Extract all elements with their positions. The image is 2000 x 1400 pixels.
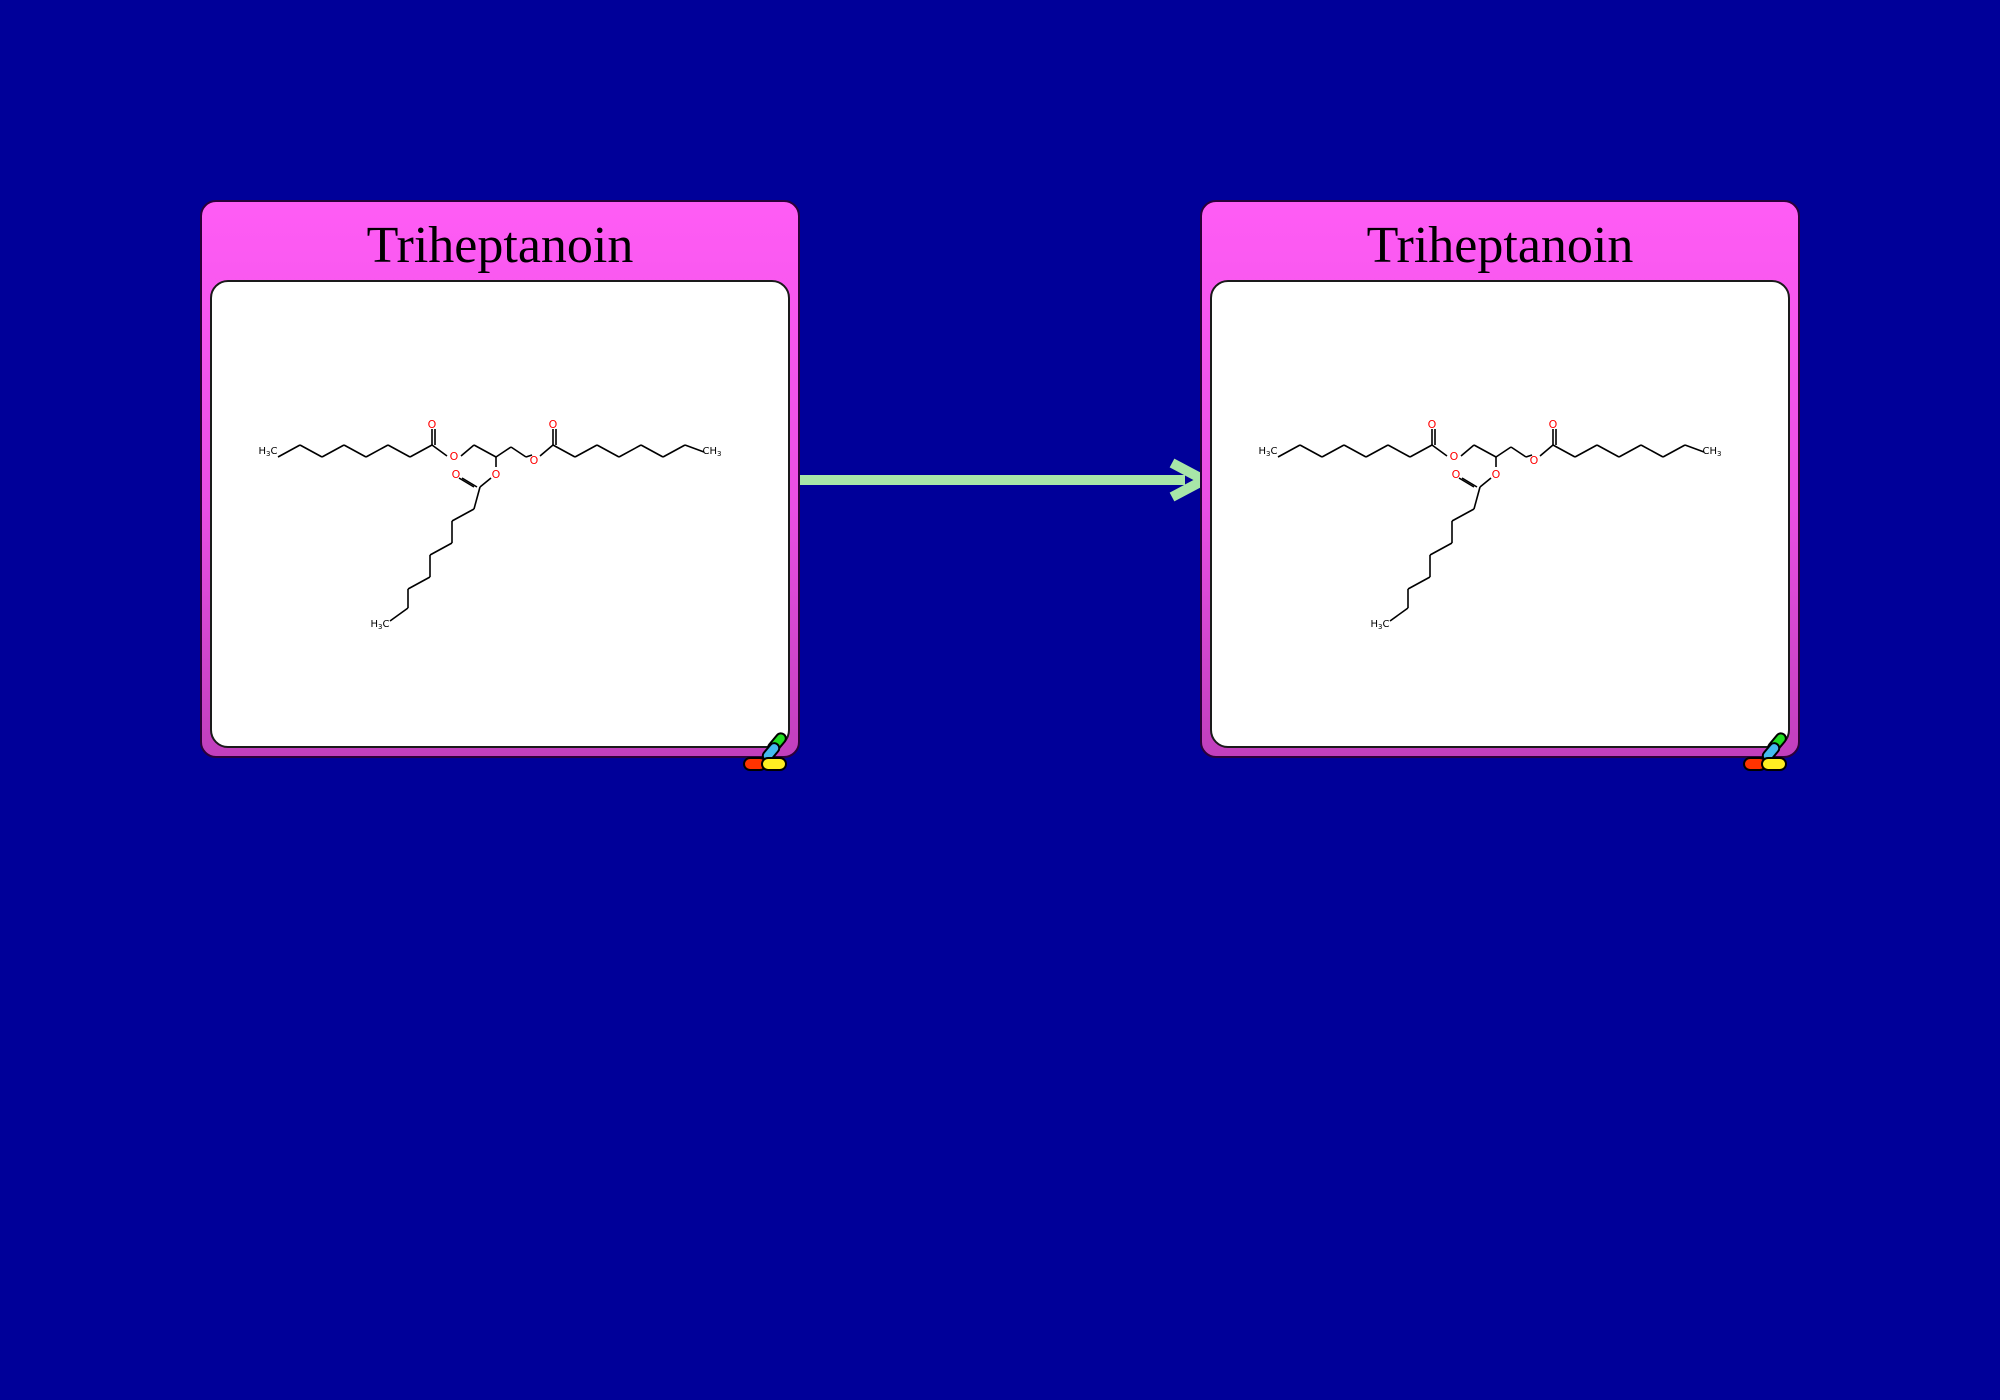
bond <box>1662 444 1686 458</box>
bond <box>1596 444 1620 458</box>
methyl-group-label: CH3 <box>703 446 722 458</box>
bond <box>321 444 345 458</box>
bond <box>552 444 576 458</box>
bond <box>473 444 497 458</box>
bond <box>596 444 620 458</box>
methyl-group-label: H3C <box>1259 446 1278 458</box>
bond <box>389 607 409 622</box>
methyl-group-label: H3C <box>1371 619 1390 631</box>
double-bond <box>1458 477 1475 488</box>
bond <box>1451 508 1475 522</box>
bond <box>460 444 475 457</box>
bond <box>1525 454 1533 458</box>
oxygen-atom-label: O <box>450 450 459 463</box>
bond <box>1539 444 1554 457</box>
oxygen-atom-label: O <box>1492 468 1501 481</box>
methyl-group-label: H3C <box>371 619 390 631</box>
bond <box>1495 446 1512 458</box>
bond <box>1479 477 1492 488</box>
bond <box>510 446 527 458</box>
bond <box>640 444 664 458</box>
bond <box>1343 444 1367 458</box>
methyl-group-label: CH3 <box>1703 446 1722 458</box>
bond <box>1389 607 1409 622</box>
double-bond <box>458 477 475 488</box>
bond <box>1460 444 1475 457</box>
bond <box>407 576 431 590</box>
bond <box>343 444 367 458</box>
bond <box>1574 444 1598 458</box>
oxygen-atom-label: O <box>1450 450 1459 463</box>
oxygen-atom-label: O <box>549 418 558 431</box>
bond <box>1431 444 1448 457</box>
bond <box>525 454 533 458</box>
node-title: Triheptanoin <box>366 217 634 274</box>
bond <box>684 444 705 453</box>
bond <box>365 444 389 458</box>
drug-capsule-icon[interactable] <box>1742 730 1790 774</box>
oxygen-atom-label: O <box>1530 454 1539 467</box>
oxygen-atom-label: O <box>530 454 539 467</box>
bond <box>1684 444 1705 453</box>
bond <box>1429 542 1453 556</box>
oxygen-atom-label: O <box>452 468 461 481</box>
bond <box>1618 444 1642 458</box>
bond <box>1365 444 1389 458</box>
oxygen-atom-label: O <box>1549 418 1558 431</box>
drug-capsule-icon[interactable] <box>742 730 790 774</box>
node-title: Triheptanoin <box>1366 217 1634 274</box>
bond <box>431 444 448 457</box>
bond <box>479 477 492 488</box>
bond <box>1473 444 1497 458</box>
bond <box>1510 446 1527 458</box>
oxygen-atom-label: O <box>428 418 437 431</box>
bond <box>574 444 598 458</box>
bond <box>1277 444 1301 458</box>
double-bond <box>1461 477 1478 488</box>
bond <box>299 444 323 458</box>
bond <box>539 444 554 457</box>
bond <box>1299 444 1323 458</box>
bond <box>1640 444 1664 458</box>
bond <box>409 444 433 458</box>
oxygen-atom-label: O <box>492 468 501 481</box>
bond <box>429 542 453 556</box>
oxygen-atom-label: O <box>1428 418 1437 431</box>
bond <box>1473 486 1481 510</box>
bond <box>1321 444 1345 458</box>
bond <box>473 486 481 510</box>
oxygen-atom-label: O <box>1452 468 1461 481</box>
bond <box>1409 444 1433 458</box>
bond <box>662 444 686 458</box>
bond <box>1407 576 1431 590</box>
bond <box>277 444 301 458</box>
bond <box>618 444 642 458</box>
bond <box>495 446 512 458</box>
bond <box>1552 444 1576 458</box>
double-bond <box>461 477 478 488</box>
bond <box>387 444 411 458</box>
bond <box>451 508 475 522</box>
bond <box>1387 444 1411 458</box>
methyl-group-label: H3C <box>259 446 278 458</box>
